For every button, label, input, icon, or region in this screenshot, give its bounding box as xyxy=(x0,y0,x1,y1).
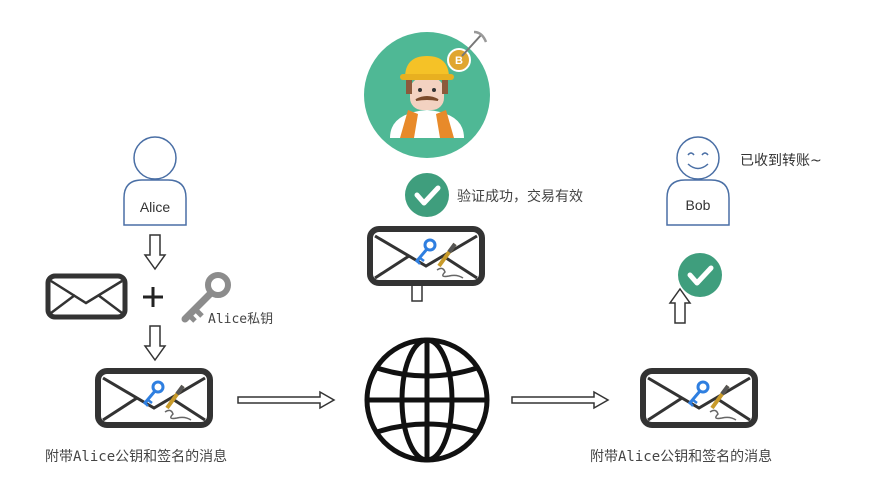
plus-icon xyxy=(143,287,163,307)
private-key-icon xyxy=(181,272,231,323)
signed-envelope-icon xyxy=(370,229,482,283)
arrow-right-icon xyxy=(511,391,609,409)
check-circle-icon xyxy=(678,253,722,297)
signed-envelope-icon xyxy=(643,371,755,425)
arrow-down-icon xyxy=(144,325,166,361)
left-message-caption: 附带Alice公钥和签名的消息 xyxy=(45,449,228,465)
alice-label: Alice xyxy=(139,199,171,215)
bob-person-icon xyxy=(666,136,730,226)
right-message-caption: 附带Alice公钥和签名的消息 xyxy=(590,449,773,465)
verify-success-text: 验证成功，交易有效 xyxy=(457,189,583,205)
globe-icon xyxy=(364,337,490,463)
svg-text:B: B xyxy=(455,55,463,67)
miner-avatar-icon: B xyxy=(364,30,490,158)
private-key-label: Alice私钥 xyxy=(208,312,274,327)
check-circle-icon xyxy=(405,173,449,217)
bob-label: Bob xyxy=(685,197,711,213)
bob-status-text: 已收到转账~ xyxy=(740,153,822,169)
alice-person-icon xyxy=(123,136,187,226)
arrow-down-icon xyxy=(144,234,166,270)
arrow-up-icon xyxy=(669,288,691,324)
signed-envelope-icon xyxy=(98,371,210,425)
envelope-icon xyxy=(48,276,125,317)
arrow-right-icon xyxy=(237,391,335,409)
